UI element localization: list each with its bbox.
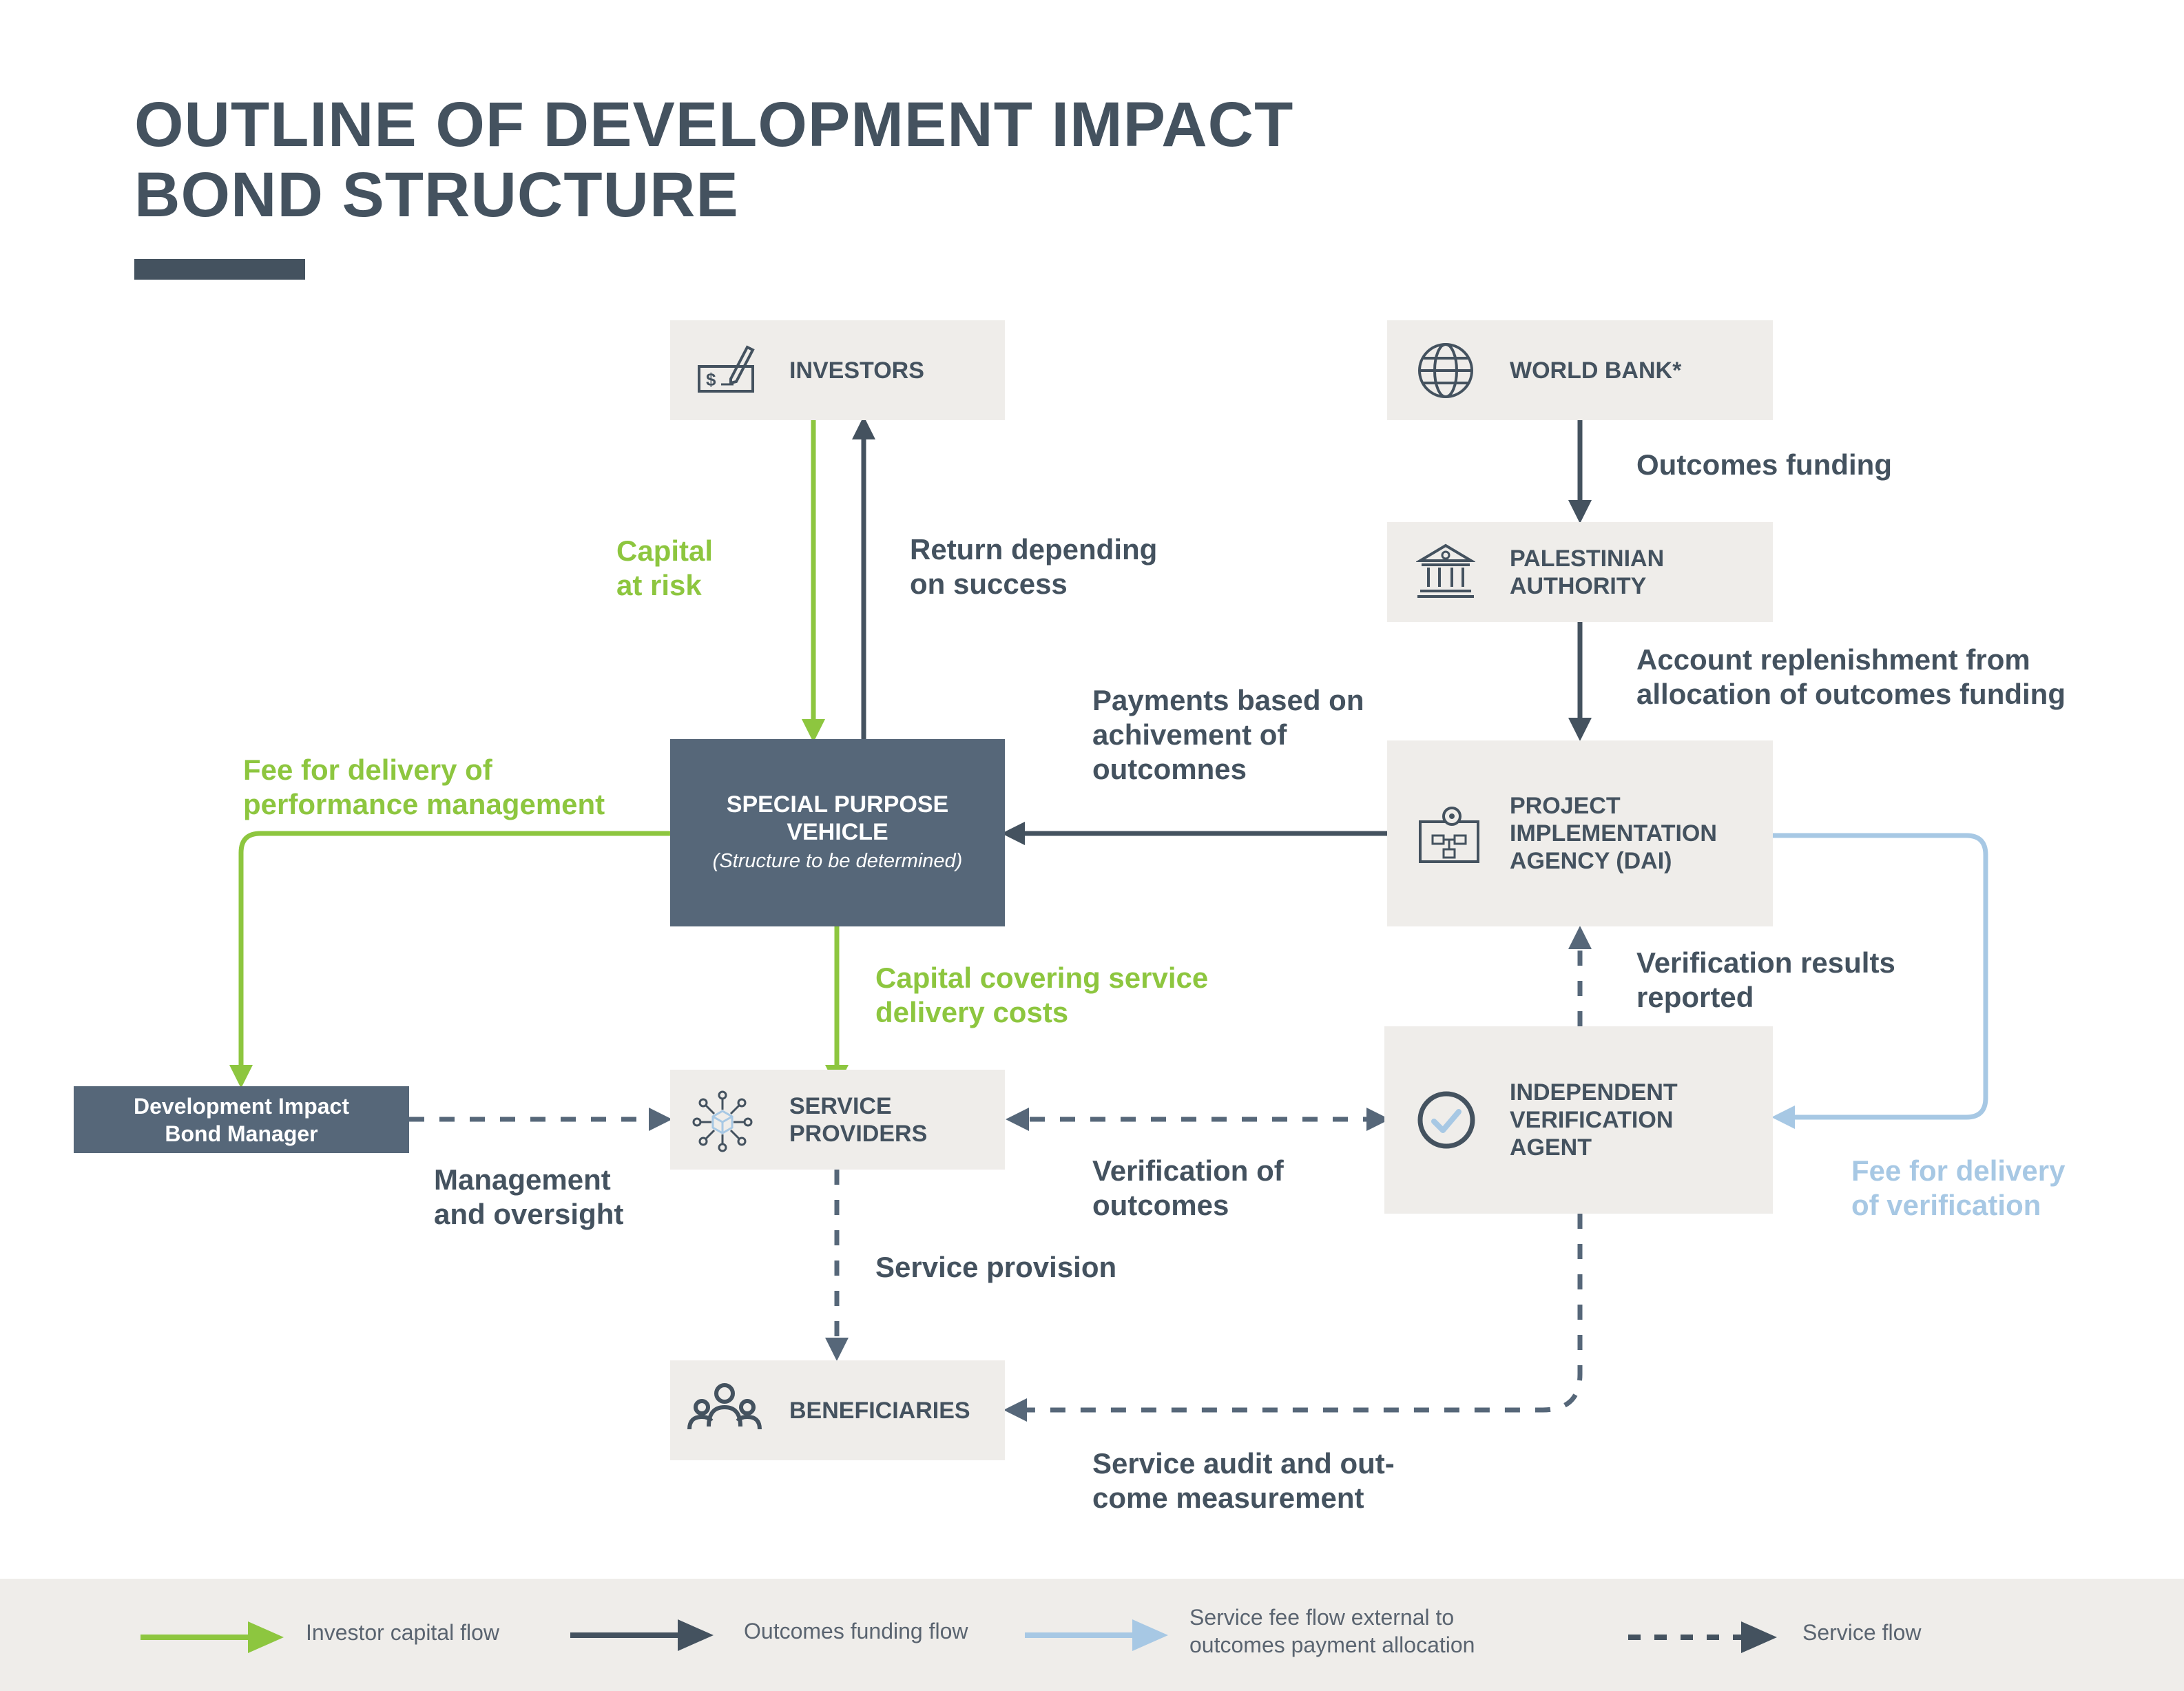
cheque-icon: $ <box>698 345 755 393</box>
check-circle-icon <box>1417 1091 1475 1149</box>
flow-label-verification-results: Verification results reported <box>1636 946 1895 1013</box>
flow-label-capital-at-risk: Capital at risk <box>616 535 714 601</box>
legend-swatches <box>141 1619 1777 1653</box>
spv-label: SPECIAL PURPOSE VEHICLE <box>726 791 949 845</box>
page-title: OUTLINE OF DEVELOPMENT IMPACT BOND STRUC… <box>134 90 1293 230</box>
flow-label-service-audit: Service audit and out- come measurement <box>1092 1447 1395 1514</box>
service-providers-label: SERVICE PROVIDERS <box>789 1092 928 1147</box>
network-cube-icon <box>692 1090 753 1152</box>
title-underline <box>134 259 305 280</box>
flow-label-fee-performance: Fee for delivery of performance manageme… <box>243 754 605 820</box>
arrow-fee-performance <box>229 831 670 1088</box>
svg-text:$: $ <box>706 369 716 390</box>
globe-icon <box>1418 343 1473 398</box>
flow-label-payments-outcomes: Payments based on achivement of outcomne… <box>1092 684 1364 785</box>
arrow-fee-verification <box>1771 833 1988 1129</box>
flow-label-service-provision: Service provision <box>875 1251 1117 1283</box>
investors-node: $ INVESTORS <box>670 320 1005 420</box>
legend-service-flow: Service flow <box>1802 1620 1922 1645</box>
people-icon <box>687 1383 762 1430</box>
flow-label-capital-service-costs: Capital covering service delivery costs <box>875 962 1209 1028</box>
independent-verification-agent-node: INDEPENDENT VERIFICATION AGENT <box>1384 1026 1773 1214</box>
flow-label-management-oversight: Management and oversight <box>434 1163 624 1230</box>
special-purpose-vehicle-node: SPECIAL PURPOSE VEHICLE (Structure to be… <box>670 739 1005 926</box>
legend-outcomes-funding: Outcomes funding flow <box>744 1619 968 1643</box>
legend-service-fee: Service fee flow external to outcomes pa… <box>1189 1605 1475 1657</box>
pia-label: PROJECT IMPLEMENTATION AGENCY (DAI) <box>1510 793 1717 874</box>
blueprint-gear-icon <box>1419 807 1479 863</box>
legend: Investor capital flow Outcomes funding f… <box>0 1579 2184 1691</box>
legend-investor-capital: Investor capital flow <box>306 1620 500 1645</box>
flow-label-outcomes-funding: Outcomes funding <box>1636 448 1892 481</box>
beneficiaries-label: BENEFICIARIES <box>789 1397 970 1424</box>
arrow-service-audit <box>1003 1214 1583 1422</box>
beneficiaries-node: BENEFICIARIES <box>670 1360 1005 1460</box>
verification-agent-label: INDEPENDENT VERIFICATION AGENT <box>1510 1079 1678 1161</box>
world-bank-label: WORLD BANK* <box>1510 357 1682 384</box>
page-title-line-2: BOND STRUCTURE <box>134 160 739 230</box>
project-implementation-agency-node: PROJECT IMPLEMENTATION AGENCY (DAI) <box>1387 740 1773 926</box>
flow-label-fee-verification: Fee for delivery of verification <box>1851 1154 2066 1221</box>
world-bank-node: WORLD BANK* <box>1387 320 1773 420</box>
investors-label: INVESTORS <box>789 357 924 384</box>
palestinian-authority-label: PALESTINIAN AUTHORITY <box>1510 545 1665 599</box>
palestinian-authority-node: PALESTINIAN AUTHORITY <box>1387 522 1773 622</box>
page-title-line-1: OUTLINE OF DEVELOPMENT IMPACT <box>134 90 1294 160</box>
service-providers-node: SERVICE PROVIDERS <box>670 1070 1005 1170</box>
flow-label-account-replenishment: Account replenishment from allocation of… <box>1636 643 2066 710</box>
arrow-verification-outcomes-head <box>1006 1108 1029 1131</box>
development-impact-bond-manager-node: Development Impact Bond Manager <box>74 1086 409 1153</box>
government-building-icon <box>1416 543 1475 598</box>
spv-sublabel: (Structure to be determined) <box>712 850 963 872</box>
flow-label-verification-outcomes: Verification of outcomes <box>1092 1154 1284 1221</box>
flow-label-return-on-success: Return depending on success <box>910 533 1158 600</box>
